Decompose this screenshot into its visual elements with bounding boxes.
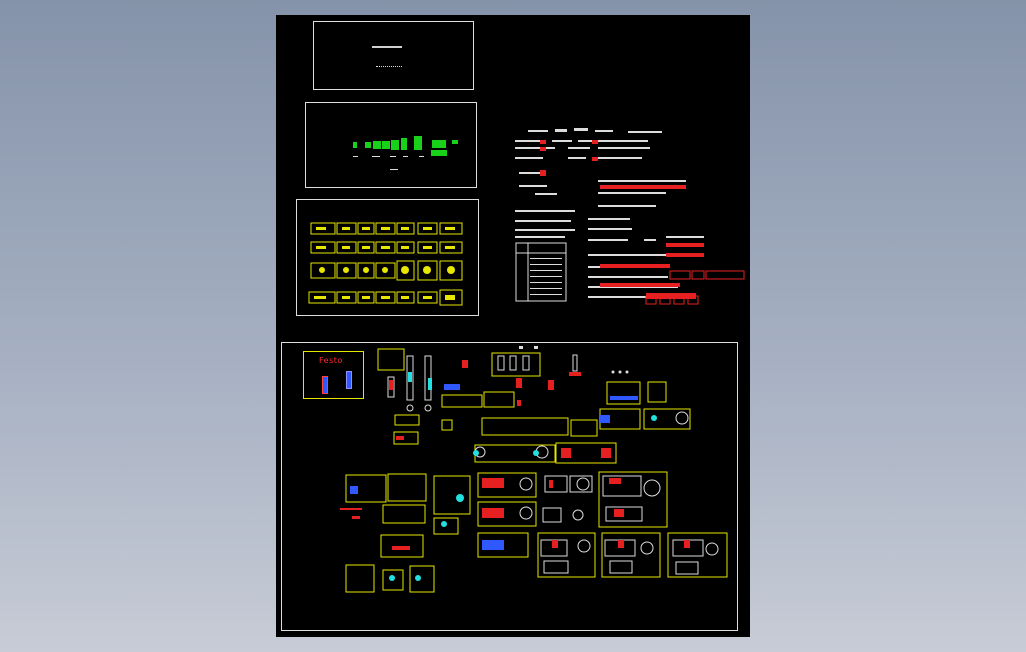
symbol-library-red — [540, 140, 704, 299]
title-block-marks — [372, 46, 402, 48]
pneumatic-white-dots — [519, 346, 629, 374]
title-block-panel — [313, 21, 474, 90]
table-block — [515, 242, 567, 302]
pneumatic-blue-parts — [350, 384, 638, 550]
pneumatic-cyan-parts — [389, 372, 657, 581]
symbol-library-rows — [515, 128, 704, 298]
title-block-marks — [376, 60, 402, 67]
symbol-library-outlines — [645, 270, 745, 305]
yellow-grid-panel — [296, 199, 479, 316]
table-block-rows — [530, 258, 562, 295]
pneumatic-red-parts — [340, 360, 690, 550]
green-labels — [353, 156, 424, 170]
pneumatic-white-shapes — [387, 354, 719, 575]
festo-box — [303, 351, 364, 399]
pneumatic-yellow-frames — [345, 348, 728, 593]
pneumatic-components-panel — [281, 342, 738, 631]
yellow-component-grid — [308, 222, 463, 306]
cylinder-icon — [322, 376, 328, 394]
green-components — [353, 136, 458, 156]
yellow-component-glyphs — [314, 227, 455, 300]
festo-label: Festo — [319, 356, 343, 365]
green-components-panel — [305, 102, 477, 188]
cylinder-icon — [346, 371, 352, 389]
